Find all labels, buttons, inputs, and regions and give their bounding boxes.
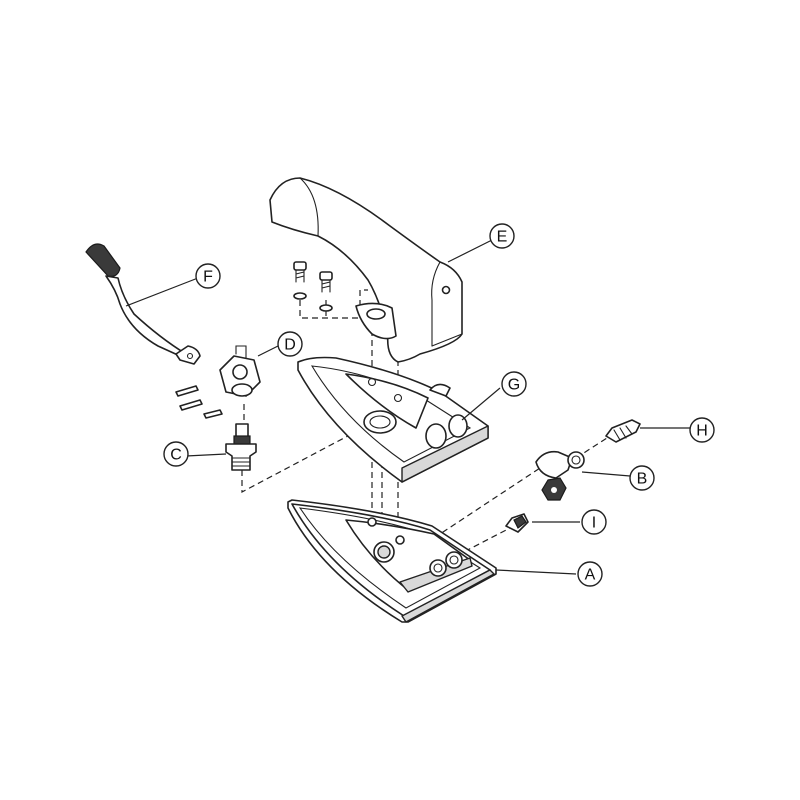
soleplate: [287, 499, 497, 623]
callout-D: D: [277, 331, 303, 357]
nozzle: [605, 419, 641, 443]
callout-label-C: C: [170, 447, 182, 464]
callout-label-G: G: [508, 377, 520, 394]
thermostat: [225, 423, 257, 471]
callout-G: G: [501, 371, 527, 397]
callout-H: H: [689, 417, 715, 443]
thermostat-bracket: [219, 345, 261, 397]
callout-I: I: [581, 509, 607, 535]
callout-label-F: F: [203, 269, 213, 286]
lever: [85, 243, 201, 365]
callout-F: F: [195, 263, 221, 289]
fitting: [505, 513, 529, 533]
iron-body-cover: [297, 356, 489, 483]
callout-C: C: [163, 441, 189, 467]
callout-label-I: I: [592, 515, 596, 532]
handle-screws: [293, 261, 333, 312]
callout-label-E: E: [497, 229, 508, 246]
steam-valve: [535, 450, 585, 501]
callout-label-B: B: [637, 471, 648, 488]
callout-A: A: [577, 561, 603, 587]
callout-E: E: [489, 223, 515, 249]
callout-label-A: A: [585, 567, 596, 584]
callout-label-D: D: [284, 337, 296, 354]
handle: [269, 177, 463, 363]
callout-label-H: H: [696, 423, 708, 440]
leader-lines: [125, 239, 690, 575]
callout-B: B: [629, 465, 655, 491]
bracket-screws: [175, 385, 223, 419]
